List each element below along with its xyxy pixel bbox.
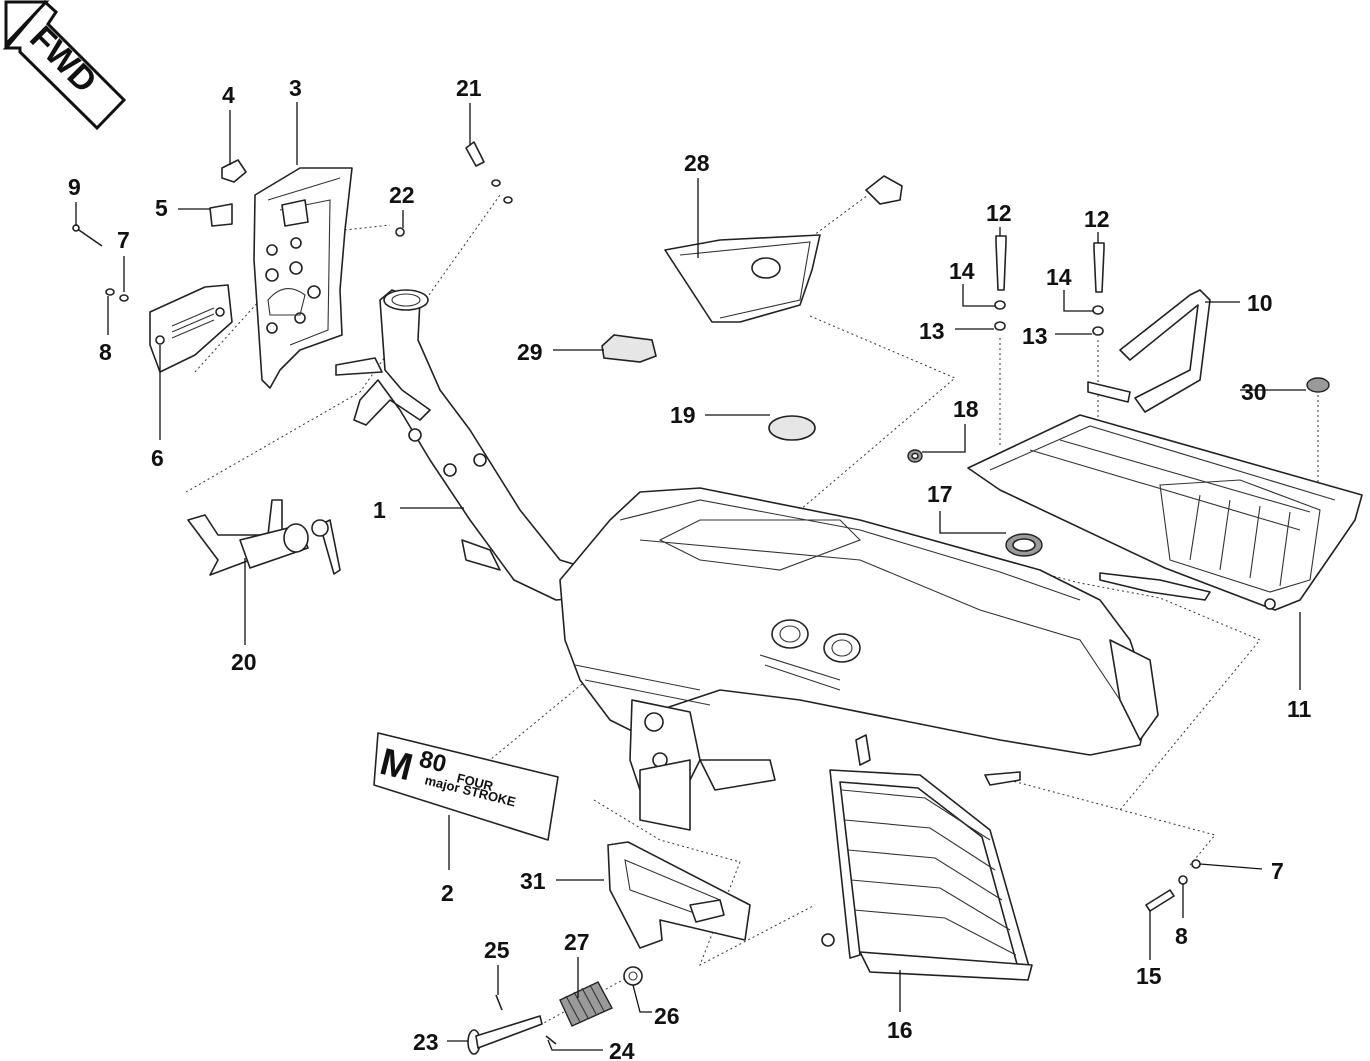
callout-24: 24 bbox=[609, 1038, 635, 1061]
callout-17: 17 bbox=[927, 481, 953, 507]
part-12-bolt-right[interactable] bbox=[1093, 242, 1105, 293]
callout-14b: 14 bbox=[1046, 264, 1072, 290]
callout-1: 1 bbox=[373, 497, 386, 523]
part-31-footrest-bracket[interactable] bbox=[607, 841, 751, 949]
part-7-washer-left[interactable] bbox=[119, 294, 129, 302]
part-13-washer-right[interactable] bbox=[1092, 326, 1104, 336]
part-24-cotter[interactable] bbox=[545, 1035, 557, 1045]
part-12-bolt-left[interactable] bbox=[995, 235, 1007, 291]
callout-31: 31 bbox=[520, 868, 546, 894]
part-2-decal[interactable]: M 80 FOUR major STROKE bbox=[373, 732, 559, 841]
part-8-washer-right[interactable] bbox=[1178, 875, 1188, 885]
part-13-washer-left[interactable] bbox=[994, 321, 1006, 331]
callout-labels: 1 2 3 4 5 6 7 7 8 8 9 10 11 12 12 13 13 … bbox=[68, 75, 1312, 1061]
callout-18: 18 bbox=[953, 396, 979, 422]
callout-16: 16 bbox=[887, 1017, 913, 1043]
callout-28: 28 bbox=[684, 150, 710, 176]
part-3-front-shield[interactable] bbox=[253, 167, 353, 389]
callout-13b: 13 bbox=[1022, 323, 1048, 349]
callout-23: 23 bbox=[413, 1029, 439, 1055]
callout-12a: 12 bbox=[986, 200, 1012, 226]
part-9-screw[interactable] bbox=[72, 224, 103, 247]
part-11-rear-carrier[interactable] bbox=[967, 414, 1363, 611]
part-26-washer[interactable] bbox=[623, 966, 643, 986]
callout-7b: 7 bbox=[1271, 858, 1284, 884]
callout-21: 21 bbox=[456, 75, 482, 101]
part-22-nut[interactable] bbox=[395, 227, 405, 237]
callout-7a: 7 bbox=[117, 227, 130, 253]
callout-8b: 8 bbox=[1175, 923, 1188, 949]
callout-13a: 13 bbox=[919, 318, 945, 344]
callout-25: 25 bbox=[484, 937, 510, 963]
decal-number: 80 bbox=[417, 746, 449, 779]
callout-30: 30 bbox=[1241, 379, 1267, 405]
part-10-grab-bar[interactable] bbox=[1087, 289, 1211, 413]
callout-29: 29 bbox=[517, 339, 543, 365]
part-19-cap[interactable] bbox=[768, 415, 816, 441]
part-6-plate[interactable] bbox=[149, 284, 233, 373]
callout-4: 4 bbox=[222, 82, 235, 108]
callout-27: 27 bbox=[564, 929, 590, 955]
part-16-side-guard[interactable] bbox=[821, 734, 1033, 981]
part-21-bolt[interactable] bbox=[465, 141, 513, 204]
callout-5: 5 bbox=[155, 195, 168, 221]
part-5-bracket[interactable] bbox=[209, 203, 233, 227]
body-shell bbox=[559, 487, 1159, 831]
callout-15: 15 bbox=[1136, 963, 1162, 989]
callout-22: 22 bbox=[389, 182, 415, 208]
part-28-tank-cover[interactable] bbox=[664, 175, 903, 323]
leader-lines bbox=[75, 102, 1306, 1051]
part-20-ignition-lock[interactable] bbox=[187, 499, 341, 576]
callout-6: 6 bbox=[151, 445, 164, 471]
fwd-arrow-icon: FWD bbox=[2, 0, 127, 131]
callout-10: 10 bbox=[1247, 290, 1273, 316]
part-17-grommet[interactable] bbox=[1005, 533, 1043, 557]
part-4-clip[interactable] bbox=[221, 159, 247, 183]
callout-26: 26 bbox=[654, 1003, 680, 1029]
callout-3: 3 bbox=[289, 75, 302, 101]
part-29-rubber-block[interactable] bbox=[601, 334, 657, 363]
callout-12b: 12 bbox=[1084, 206, 1110, 232]
part-23-pin[interactable] bbox=[467, 1015, 543, 1055]
part-8-washer-left[interactable] bbox=[105, 288, 115, 296]
part-15-bolt[interactable] bbox=[1145, 889, 1175, 912]
callout-19: 19 bbox=[670, 402, 696, 428]
part-14-washer-right[interactable] bbox=[1092, 305, 1104, 315]
callout-20: 20 bbox=[231, 649, 257, 675]
callout-11: 11 bbox=[1287, 696, 1312, 722]
part-18-washer[interactable] bbox=[907, 449, 923, 463]
callout-8a: 8 bbox=[99, 339, 112, 365]
part-7-washer-right[interactable] bbox=[1191, 859, 1201, 869]
callout-2: 2 bbox=[441, 880, 454, 906]
part-1-frame[interactable] bbox=[335, 289, 611, 601]
callout-14a: 14 bbox=[949, 258, 975, 284]
callout-9: 9 bbox=[68, 174, 81, 200]
part-25-split-pin[interactable] bbox=[495, 994, 503, 1011]
part-27-footrest-rubber[interactable] bbox=[559, 981, 613, 1027]
part-14-washer-left[interactable] bbox=[994, 300, 1006, 310]
part-30-cap[interactable] bbox=[1306, 377, 1330, 393]
